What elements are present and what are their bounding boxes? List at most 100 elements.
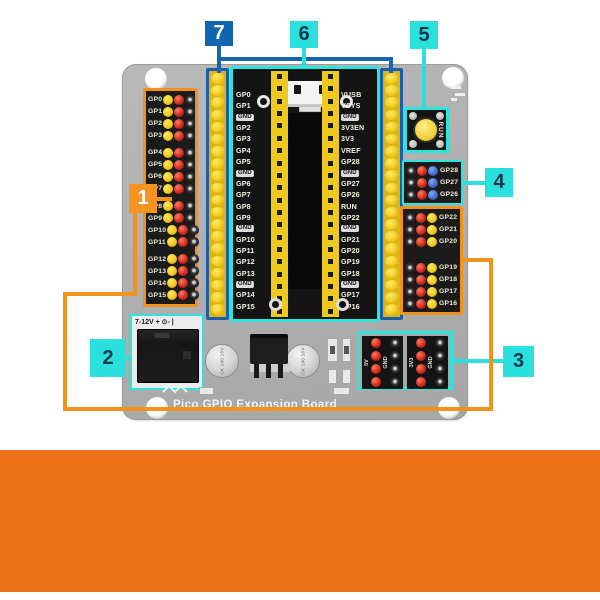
- header-socket: [210, 255, 225, 267]
- voltage-regulator: [250, 334, 288, 364]
- red-terminal: [416, 224, 426, 235]
- header-socket: [210, 109, 225, 121]
- red-terminal: [371, 377, 381, 387]
- callout-line-5: [422, 47, 426, 109]
- black-terminal: [185, 147, 196, 158]
- header-socket: [210, 121, 225, 133]
- callout-line-7: [217, 57, 221, 73]
- red-terminal: [416, 274, 426, 285]
- callout-line-1: [489, 258, 493, 411]
- terminal-row: GP10: [148, 225, 200, 236]
- pico-pin-label: GP0: [236, 90, 251, 99]
- header-socket: [210, 170, 225, 181]
- callout-box-2: 2: [90, 339, 126, 377]
- red-terminal: [174, 171, 185, 182]
- pico-pin: [277, 74, 282, 79]
- pico-pin-label: GP27: [341, 178, 360, 188]
- pin-label: GP21: [439, 226, 458, 233]
- pico-pin: [328, 185, 333, 191]
- header-socket: [210, 267, 225, 279]
- callout-line-2: [125, 356, 132, 360]
- pico-pin: [277, 98, 282, 104]
- callout-number: 2: [102, 346, 114, 369]
- pico-pin-label: GND: [236, 113, 254, 121]
- black-terminal: [189, 225, 200, 236]
- pin-label: GP4: [148, 149, 163, 157]
- red-terminal: [174, 94, 185, 105]
- pico-pin: [328, 308, 333, 314]
- pico-pin: [277, 222, 282, 228]
- pin-label: GP0: [148, 96, 163, 103]
- pico-pin-label: GP19: [341, 257, 360, 267]
- pico-pin: [277, 209, 282, 215]
- black-terminal: [390, 377, 400, 387]
- terminal-row: GP26: [406, 189, 459, 200]
- pico-pin: [328, 123, 333, 129]
- blue-terminal: [428, 165, 438, 176]
- terminal-row: GP1: [148, 106, 196, 117]
- pico-pin-label: GP28: [341, 157, 360, 167]
- yellow-terminal: [167, 290, 178, 301]
- black-terminal: [189, 278, 200, 289]
- yellow-terminal: [163, 106, 174, 117]
- pico-pin: [277, 160, 282, 166]
- yellow-terminal: [427, 262, 437, 273]
- pico-pin: [328, 111, 333, 117]
- black-terminal: [185, 171, 196, 182]
- pico-pin: [277, 86, 282, 92]
- header-socket: [210, 304, 225, 315]
- pin-label: GP2: [148, 120, 163, 127]
- red-terminal: [178, 266, 189, 277]
- header-socket: [384, 109, 399, 121]
- yellow-terminal: [166, 237, 177, 248]
- red-terminal: [416, 262, 426, 273]
- yellow-terminal: [427, 274, 437, 285]
- callout-number: 4: [493, 171, 505, 193]
- pico-pin: [277, 111, 282, 117]
- header-socket: [384, 267, 399, 279]
- black-terminal: [405, 262, 415, 273]
- pico-pin: [328, 148, 333, 154]
- red-terminal: [174, 130, 185, 141]
- terminal-row: GP3: [148, 130, 196, 141]
- black-terminal: [405, 298, 415, 309]
- black-terminal: [405, 224, 415, 235]
- pico-pin-label: GP2: [236, 123, 251, 133]
- pin-label: GP6: [148, 173, 163, 181]
- pico-pin: [277, 197, 282, 203]
- pin-label: GP1: [148, 108, 163, 115]
- pico-pin-label: GP12: [236, 257, 255, 267]
- smd-component: [328, 369, 337, 384]
- callout-box-7: 7: [205, 21, 233, 46]
- yellow-terminal: [163, 118, 174, 129]
- button-corner: [409, 112, 417, 120]
- header-socket: [384, 97, 399, 108]
- gpio-lead-header-left: [206, 68, 229, 320]
- pin-label: GP14: [148, 279, 167, 287]
- yellow-terminal: [163, 130, 174, 141]
- pico-pin-label: GND: [341, 281, 359, 289]
- header-socket: [384, 292, 399, 303]
- red-terminal: [174, 201, 185, 212]
- callout-number: 7: [213, 22, 225, 44]
- black-terminal: [185, 106, 196, 117]
- pico-pin-label: GP8: [236, 201, 251, 211]
- pico-pin: [277, 284, 282, 290]
- header-socket: [384, 158, 399, 169]
- header-socket: [210, 194, 225, 206]
- test-pad-ring: [257, 95, 270, 108]
- yellow-terminal: [167, 254, 178, 265]
- red-terminal: [416, 377, 426, 387]
- yellow-terminal: [427, 224, 437, 235]
- header-socket: [384, 133, 399, 145]
- pico-pin-label: GP15: [236, 301, 255, 311]
- pico-pin: [277, 259, 282, 265]
- black-terminal: [406, 165, 416, 176]
- pin-label: GP22: [439, 214, 458, 221]
- yellow-terminal: [163, 159, 174, 170]
- pico-pin: [328, 74, 333, 79]
- pico-pin-label: GP26: [341, 190, 360, 200]
